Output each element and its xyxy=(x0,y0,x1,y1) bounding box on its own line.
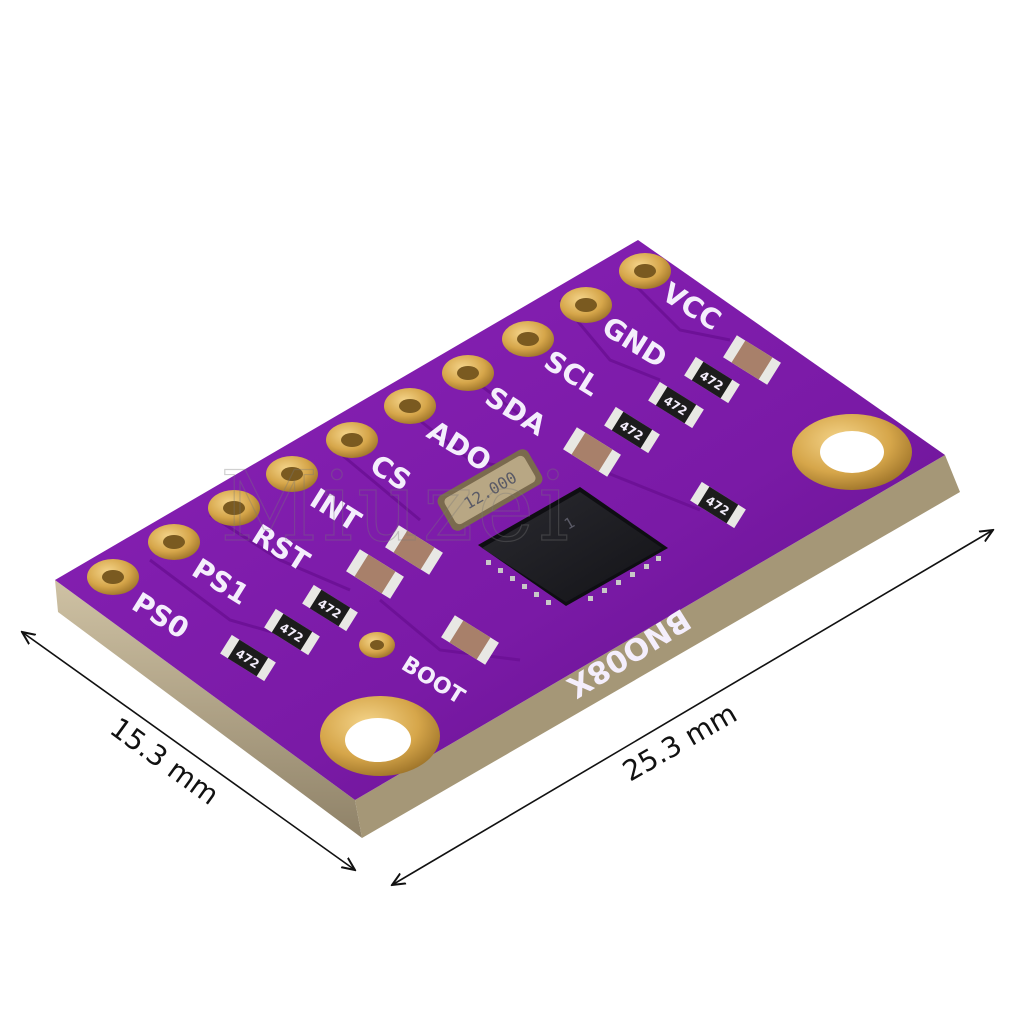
length-label: 25.3 mm xyxy=(617,697,742,788)
pad-sda xyxy=(442,355,494,391)
mounting-hole-top xyxy=(792,414,912,490)
pad-ps0 xyxy=(87,559,139,595)
capacitor-1 xyxy=(346,549,404,599)
pad-gnd xyxy=(560,287,612,323)
pad-vcc xyxy=(619,253,671,289)
resistor-5: 472 xyxy=(648,381,704,429)
pad-ps1 xyxy=(148,524,200,560)
pad-int xyxy=(266,456,318,492)
capacitor-4 xyxy=(563,427,621,477)
mounting-hole-bottom xyxy=(320,696,440,776)
pad-rst xyxy=(208,490,260,526)
width-label: 15.3 mm xyxy=(104,711,225,812)
header-pads xyxy=(87,253,671,658)
resistor-7: 472 xyxy=(690,481,746,529)
pad-boot xyxy=(359,632,395,658)
watermark: Miuzei xyxy=(220,451,573,563)
pad-cs xyxy=(326,422,378,458)
pad-ado xyxy=(384,388,436,424)
pad-scl xyxy=(502,321,554,357)
capacitor-5 xyxy=(723,335,781,385)
